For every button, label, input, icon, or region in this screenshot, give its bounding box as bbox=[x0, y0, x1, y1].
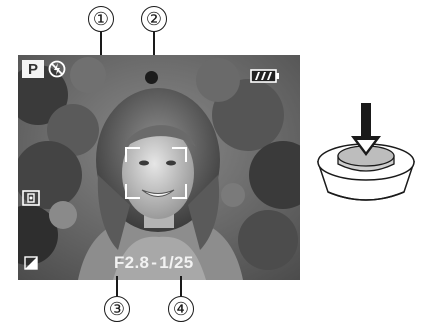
leader-line-3 bbox=[116, 276, 118, 296]
callout-focus-indicator: ② bbox=[141, 6, 167, 32]
camera-lcd-screen: P F2.8 - 1/25 bbox=[18, 55, 300, 280]
battery-full-icon bbox=[250, 69, 280, 83]
recording-mode-badge: P bbox=[22, 60, 44, 78]
af-area-frame bbox=[125, 147, 187, 199]
shutter-button-half-press-icon bbox=[312, 100, 420, 210]
callout-shutter-speed: ④ bbox=[168, 296, 194, 322]
callout-af-area: ① bbox=[88, 6, 114, 32]
spot-metering-icon bbox=[22, 190, 40, 206]
callout-aperture: ③ bbox=[104, 296, 130, 322]
exposure-compensation-icon bbox=[24, 256, 38, 270]
readout-separator: - bbox=[151, 253, 157, 273]
leader-line-4 bbox=[180, 276, 182, 296]
flash-off-icon bbox=[48, 60, 66, 78]
exposure-readout: F2.8 - 1/25 bbox=[114, 252, 193, 274]
aperture-value: F2.8 bbox=[114, 253, 149, 273]
focus-indicator-icon bbox=[145, 71, 158, 84]
shutter-speed-value: 1/25 bbox=[159, 253, 193, 273]
